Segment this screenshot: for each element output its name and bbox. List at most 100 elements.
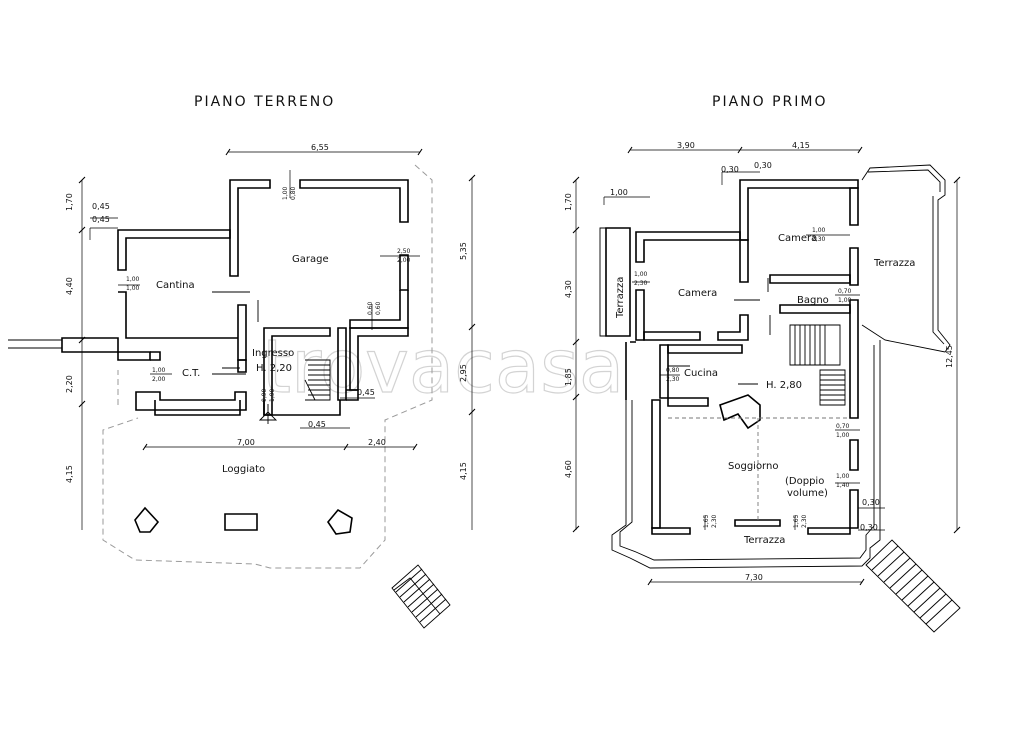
dim-right-2: 2,95 [459,364,468,382]
dim-bottom-b: 2,40 [368,438,386,447]
room-camera-2: Camera [778,233,817,244]
ground-dimension-lines [78,148,476,530]
ground-door-marks [212,291,259,375]
entrance-marker-icon [258,404,278,424]
pillar-center-icon [224,513,258,531]
opening-passage-b: 0,60 [375,301,382,315]
opening-door-b: 1,90 [269,388,276,402]
dim-first-right-total: 12,45 [945,345,954,368]
room-terrazza-bottom: Terrazza [743,535,785,546]
ground-cantina-wall-top [117,229,231,271]
first-terrace-right [861,164,951,353]
room-terrazza-right: Terrazza [873,258,915,269]
opening-ct-b: 2,00 [152,376,166,383]
ground-terrace-outline [102,164,433,569]
dim-first-top-d: 0,30 [721,165,739,174]
title-ground-floor: PIANO TERRENO [194,94,335,110]
ground-ct-step [154,400,241,416]
first-door-marks [668,278,771,385]
opening-camera2-b: 2,30 [812,236,826,243]
room-ingresso: Ingresso [252,348,294,359]
title-first-floor: PIANO PRIMO [712,94,828,110]
ground-west-wall [61,337,119,353]
pillar-left-icon [134,506,160,533]
first-terrazza-left-rail [599,227,607,337]
first-outer-perimeter [611,340,881,569]
first-wall-right-c [849,299,859,419]
ground-inner-stairs [304,359,331,401]
first-cucina-wall-bottom-a [667,397,709,407]
first-wall-right-d [849,439,859,471]
ground-garage-wall-bottom [349,290,409,329]
dim-bottom-a: 7,00 [237,438,255,447]
opening-cucina-b: 2,30 [666,376,680,383]
first-outdoor-stairs [865,539,961,633]
dim-first-left-4: 4,60 [564,460,573,478]
room-camera-1: Camera [678,288,717,299]
first-outer-perimeter-inner [619,345,875,561]
opening-garage-top-b: 0,80 [290,186,297,200]
first-wall-right-b [849,247,859,286]
dim-first-top-b: 4,15 [792,141,810,150]
dim-left-1: 1,70 [65,193,74,211]
dim-first-left-3: 1,85 [564,368,573,386]
opening-garage-right-b: 2,00 [397,257,411,264]
ground-inner-wall-a [237,304,247,361]
opening-bagno-a: 0,70 [838,288,852,295]
first-wall-right-e [849,489,859,529]
dim-first-left-1: 1,70 [564,193,573,211]
dim-right-3: 4,15 [459,462,468,480]
ground-outer-walls [229,179,271,277]
opening-camera2-a: 1,00 [812,227,826,234]
opening-camera1-b: 2,30 [634,280,648,287]
opening-win-a: 1,65 [703,514,710,528]
opening-ct-a: 1,00 [152,367,166,374]
first-soggiorno-wall-left [651,399,661,529]
opening-win-c: 1,65 [793,514,800,528]
room-soggiorno-note-2: volume) [787,488,828,499]
dim-offset-b: 0,45 [92,215,110,224]
first-camera1-wall-bottom [643,331,701,341]
dim-left-3: 2,20 [65,375,74,393]
opening-win-b: 2,30 [711,514,718,528]
opening-garage-right-a: 2,50 [397,248,411,255]
dim-first-left-2: 4,30 [564,280,573,298]
dim-first-top-e: 1,00 [610,188,628,197]
ground-ct-wall-c [237,359,247,373]
area-loggiato: Loggiato [222,464,265,475]
first-floor-plan: 3,90 4,15 0,30 0,30 1,00 1,70 4,30 1,85 … [564,141,961,633]
opening-cantina-b: 1,00 [126,285,140,292]
watermark-text: trovacasa [262,324,624,410]
ground-garage-wall-top [299,179,409,223]
dim-first-bottom: 7,30 [745,573,763,582]
opening-camera1-a: 1,00 [634,271,648,278]
room-bagno: Bagno [797,295,829,306]
dim-right-1: 5,35 [459,242,468,260]
first-inner-stairs [789,324,846,406]
opening-cucina-a: 0,80 [666,367,680,374]
opening-sogg-a: 0,70 [836,423,850,430]
opening-passage-a: 0,60 [367,301,374,315]
ground-cantina-wall-left [118,291,238,339]
ground-floor-plan: 6,55 1,70 4,40 2,20 4,15 5,35 2,95 4,15 … [8,143,476,629]
opening-sogg-c: 1,00 [836,473,850,480]
dim-first-top-c: 0,30 [754,161,772,170]
first-camera1-wall-top [635,231,741,263]
first-wall-right-a [849,187,859,226]
pillar-right-icon [327,508,353,535]
ground-ct-wall-b [150,351,161,361]
room-cucina: Cucina [684,368,718,379]
ground-ingresso-wall-right [346,389,359,401]
dim-offset-a: 0,45 [92,202,110,211]
ground-height-label: H. 2,20 [256,363,292,374]
first-camera1-wall-left [635,289,645,341]
first-camera1-wall-corner [717,314,749,341]
room-ct: C.T. [182,368,200,379]
first-wall-top [739,179,859,241]
ground-ct-wall-a [117,351,151,361]
first-left-wall-upper [625,341,636,400]
opening-cantina-a: 1,00 [126,276,140,283]
first-camera1-wall-right [739,239,749,283]
first-fireplace-icon [719,394,761,430]
